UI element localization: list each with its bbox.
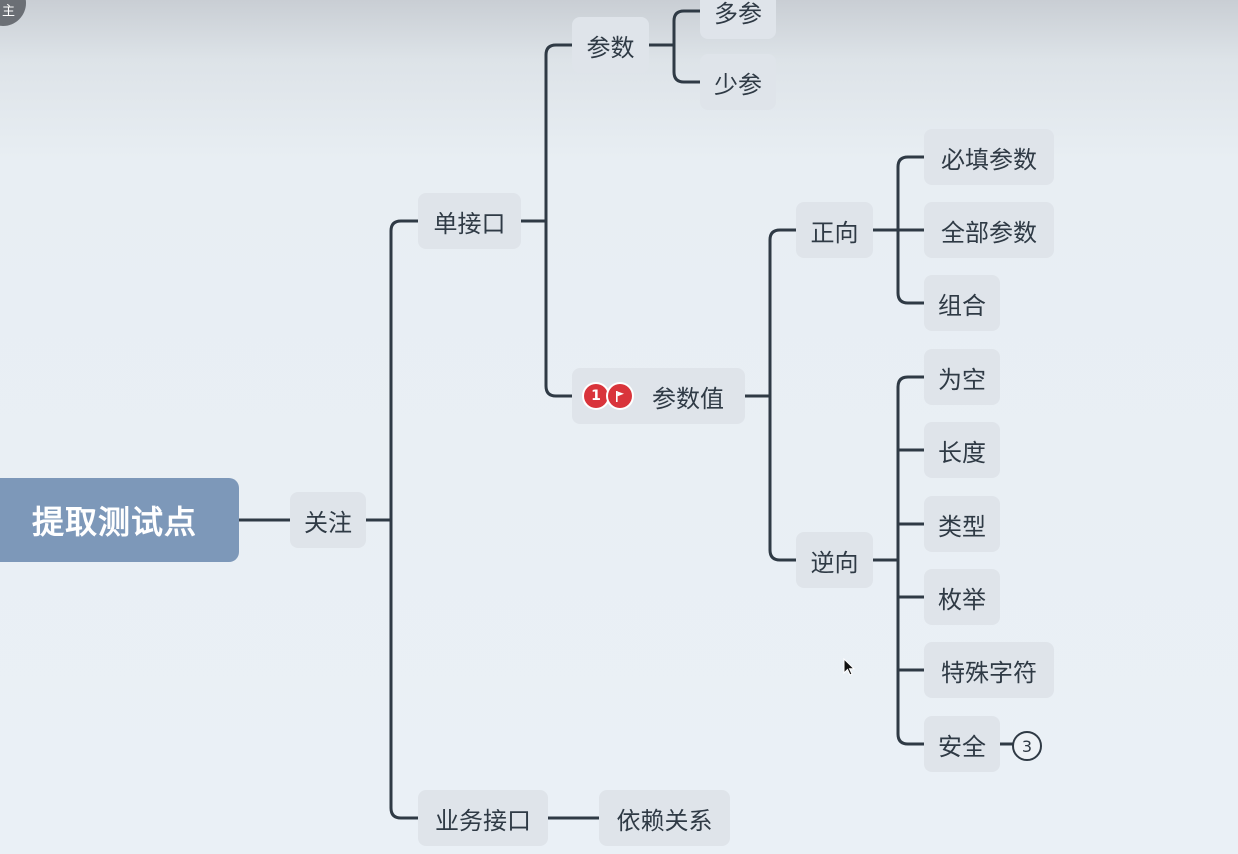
node-dependency[interactable]: 依赖关系 xyxy=(599,790,730,846)
node-required-params[interactable]: 必填参数 xyxy=(924,129,1054,185)
node-single-api[interactable]: 单接口 xyxy=(418,193,521,249)
node-length[interactable]: 长度 xyxy=(924,422,1000,478)
node-more-params[interactable]: 多参 xyxy=(700,0,776,39)
connector-single-children xyxy=(544,43,574,398)
node-positive[interactable]: 正向 xyxy=(796,202,873,258)
root-topic[interactable]: 提取测试点 xyxy=(0,478,239,562)
collapsed-count-badge[interactable]: 3 xyxy=(1012,731,1042,761)
flag-icon xyxy=(608,384,632,408)
node-negative[interactable]: 逆向 xyxy=(796,532,873,588)
connector-negative-children xyxy=(896,375,926,746)
mouse-cursor-icon xyxy=(843,658,856,676)
node-empty[interactable]: 为空 xyxy=(924,349,1000,405)
node-type[interactable]: 类型 xyxy=(924,496,1000,552)
priority-1-icon: 1 xyxy=(584,384,608,408)
node-params[interactable]: 参数 xyxy=(572,17,649,73)
connector-params-children xyxy=(672,9,702,84)
connector-focus-children xyxy=(389,219,420,820)
node-combination[interactable]: 组合 xyxy=(924,275,1000,331)
node-fewer-params[interactable]: 少参 xyxy=(700,54,776,110)
corner-tab[interactable]: 主 xyxy=(0,0,26,26)
node-special-chars[interactable]: 特殊字符 xyxy=(924,642,1054,698)
node-focus[interactable]: 关注 xyxy=(290,492,366,548)
node-business-api[interactable]: 业务接口 xyxy=(418,790,548,846)
node-enum[interactable]: 枚举 xyxy=(924,569,1000,625)
node-security[interactable]: 安全 xyxy=(924,716,1000,772)
connector-values-children xyxy=(768,228,798,562)
node-param-values-label: 参数值 xyxy=(652,384,724,413)
node-all-params[interactable]: 全部参数 xyxy=(924,202,1054,258)
